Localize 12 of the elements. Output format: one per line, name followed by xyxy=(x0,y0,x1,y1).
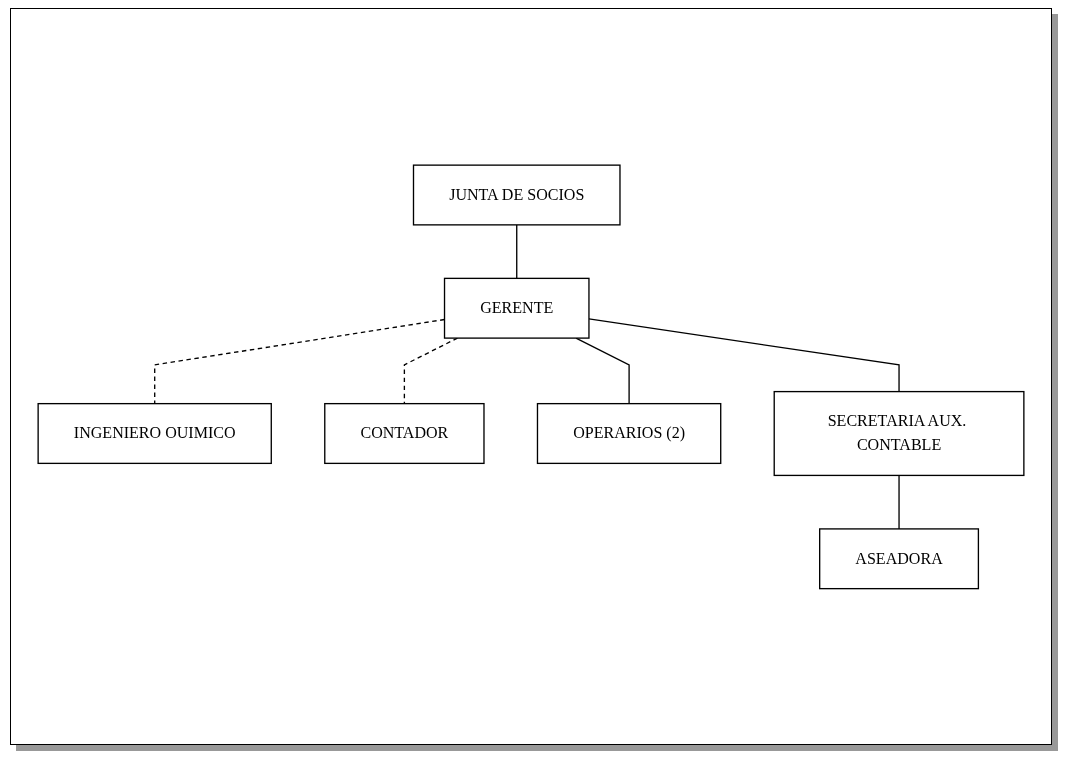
node-box xyxy=(773,390,1025,476)
connector xyxy=(403,337,459,404)
node-box xyxy=(536,402,722,464)
connector xyxy=(516,223,518,279)
node-box xyxy=(819,527,980,589)
connector xyxy=(898,474,900,530)
connector xyxy=(588,317,900,392)
node-box xyxy=(443,277,590,339)
node-box xyxy=(37,402,272,464)
node-box xyxy=(324,402,485,464)
node-box xyxy=(412,164,621,226)
connector xyxy=(575,337,630,404)
